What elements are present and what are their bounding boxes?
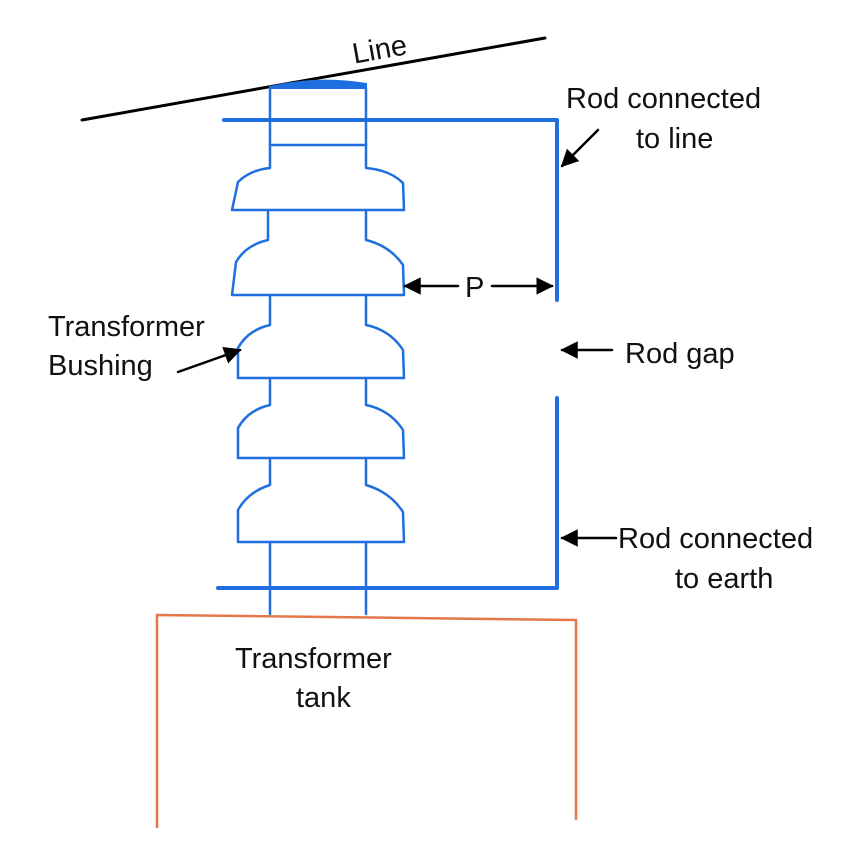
tank-label-2: tank (296, 682, 351, 714)
transformer-tank (155, 613, 578, 828)
overhead-line (80, 36, 547, 122)
bushing-label-2: Bushing (48, 350, 153, 382)
rod-earth-label-1: Rod connected (618, 523, 813, 555)
rod-line-label-1: Rod connected (566, 83, 761, 115)
rod-earth-label-2: to earth (675, 563, 773, 595)
tank-label-1: Transformer (235, 643, 392, 675)
line-rod (222, 118, 559, 302)
earth-rod (216, 396, 559, 590)
gap-distance-label: P (465, 272, 484, 304)
rod-gap-label: Rod gap (625, 338, 735, 370)
rod-line-label-2: to line (636, 123, 713, 155)
bushing-label-1: Transformer (48, 311, 205, 343)
transformer-bushing (230, 86, 406, 616)
rod-line-arrow (560, 128, 600, 168)
bushing-top-cap (269, 79, 367, 89)
bushing-arrow (176, 347, 242, 374)
